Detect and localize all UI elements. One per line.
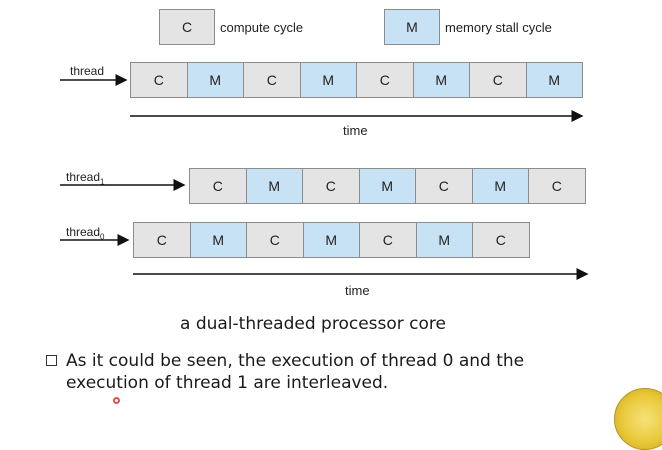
thread1-cycle-memory: M xyxy=(358,168,416,204)
thread0-cycle-compute: C xyxy=(133,222,191,258)
diagram-caption: a dual-threaded processor core xyxy=(180,314,446,334)
thread0-cycle-compute: C xyxy=(359,222,417,258)
thread1-cycle-compute: C xyxy=(302,168,360,204)
thread0-cycle-memory: M xyxy=(415,222,473,258)
bullet-square-icon xyxy=(46,355,57,366)
thread0-label-text: thread xyxy=(66,225,101,239)
cursor-dot-icon xyxy=(113,397,120,404)
single-cycle-compute: C xyxy=(130,62,188,98)
single-cycle-memory: M xyxy=(299,62,357,98)
thread1-label: thread1 xyxy=(66,170,104,186)
thread0-cycle-memory: M xyxy=(302,222,360,258)
single-cycle-compute: C xyxy=(356,62,414,98)
single-cycle-memory: M xyxy=(186,62,244,98)
corner-logo-icon xyxy=(614,388,662,450)
thread0-subscript: 0 xyxy=(100,232,105,242)
thread1-cycle-compute: C xyxy=(528,168,586,204)
thread1-subscript: 1 xyxy=(100,177,105,187)
legend-compute-cell: C xyxy=(159,9,215,45)
arrow-layer xyxy=(60,74,589,280)
legend-memory-cell: M xyxy=(384,9,440,45)
thread0-cycle-memory: M xyxy=(189,222,247,258)
dual-time-label: time xyxy=(345,283,370,298)
thread0-cycle-compute: C xyxy=(246,222,304,258)
single-cycle-compute: C xyxy=(469,62,527,98)
single-cycle-compute: C xyxy=(243,62,301,98)
thread0-cycle-compute: C xyxy=(472,222,530,258)
single-cycle-memory: M xyxy=(525,62,583,98)
legend-compute-label: compute cycle xyxy=(220,20,304,35)
thread1-cycle-memory: M xyxy=(245,168,303,204)
thread1-label-text: thread xyxy=(66,170,101,184)
thread1-cycle-compute: C xyxy=(189,168,247,204)
thread0-label: thread0 xyxy=(66,225,104,241)
bullet-text-line2: execution of thread 1 are interleaved. xyxy=(66,373,389,393)
single-cycle-memory: M xyxy=(412,62,470,98)
thread1-cycle-compute: C xyxy=(415,168,473,204)
single-time-label: time xyxy=(343,123,368,138)
bullet-text-line1: As it could be seen, the execution of th… xyxy=(66,351,525,371)
legend-memory-label: memory stall cycle xyxy=(445,20,552,35)
thread1-cycle-memory: M xyxy=(471,168,529,204)
single-thread-label: thread xyxy=(70,64,105,78)
